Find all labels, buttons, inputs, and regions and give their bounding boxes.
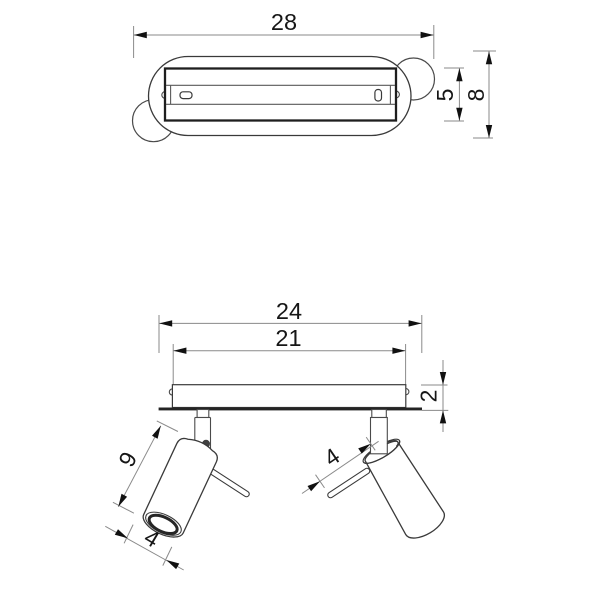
svg-text:2: 2	[416, 390, 442, 403]
svg-text:5: 5	[432, 89, 458, 102]
svg-text:24: 24	[276, 298, 302, 324]
svg-text:21: 21	[275, 325, 301, 351]
svg-text:28: 28	[271, 9, 297, 35]
svg-text:8: 8	[463, 89, 489, 102]
